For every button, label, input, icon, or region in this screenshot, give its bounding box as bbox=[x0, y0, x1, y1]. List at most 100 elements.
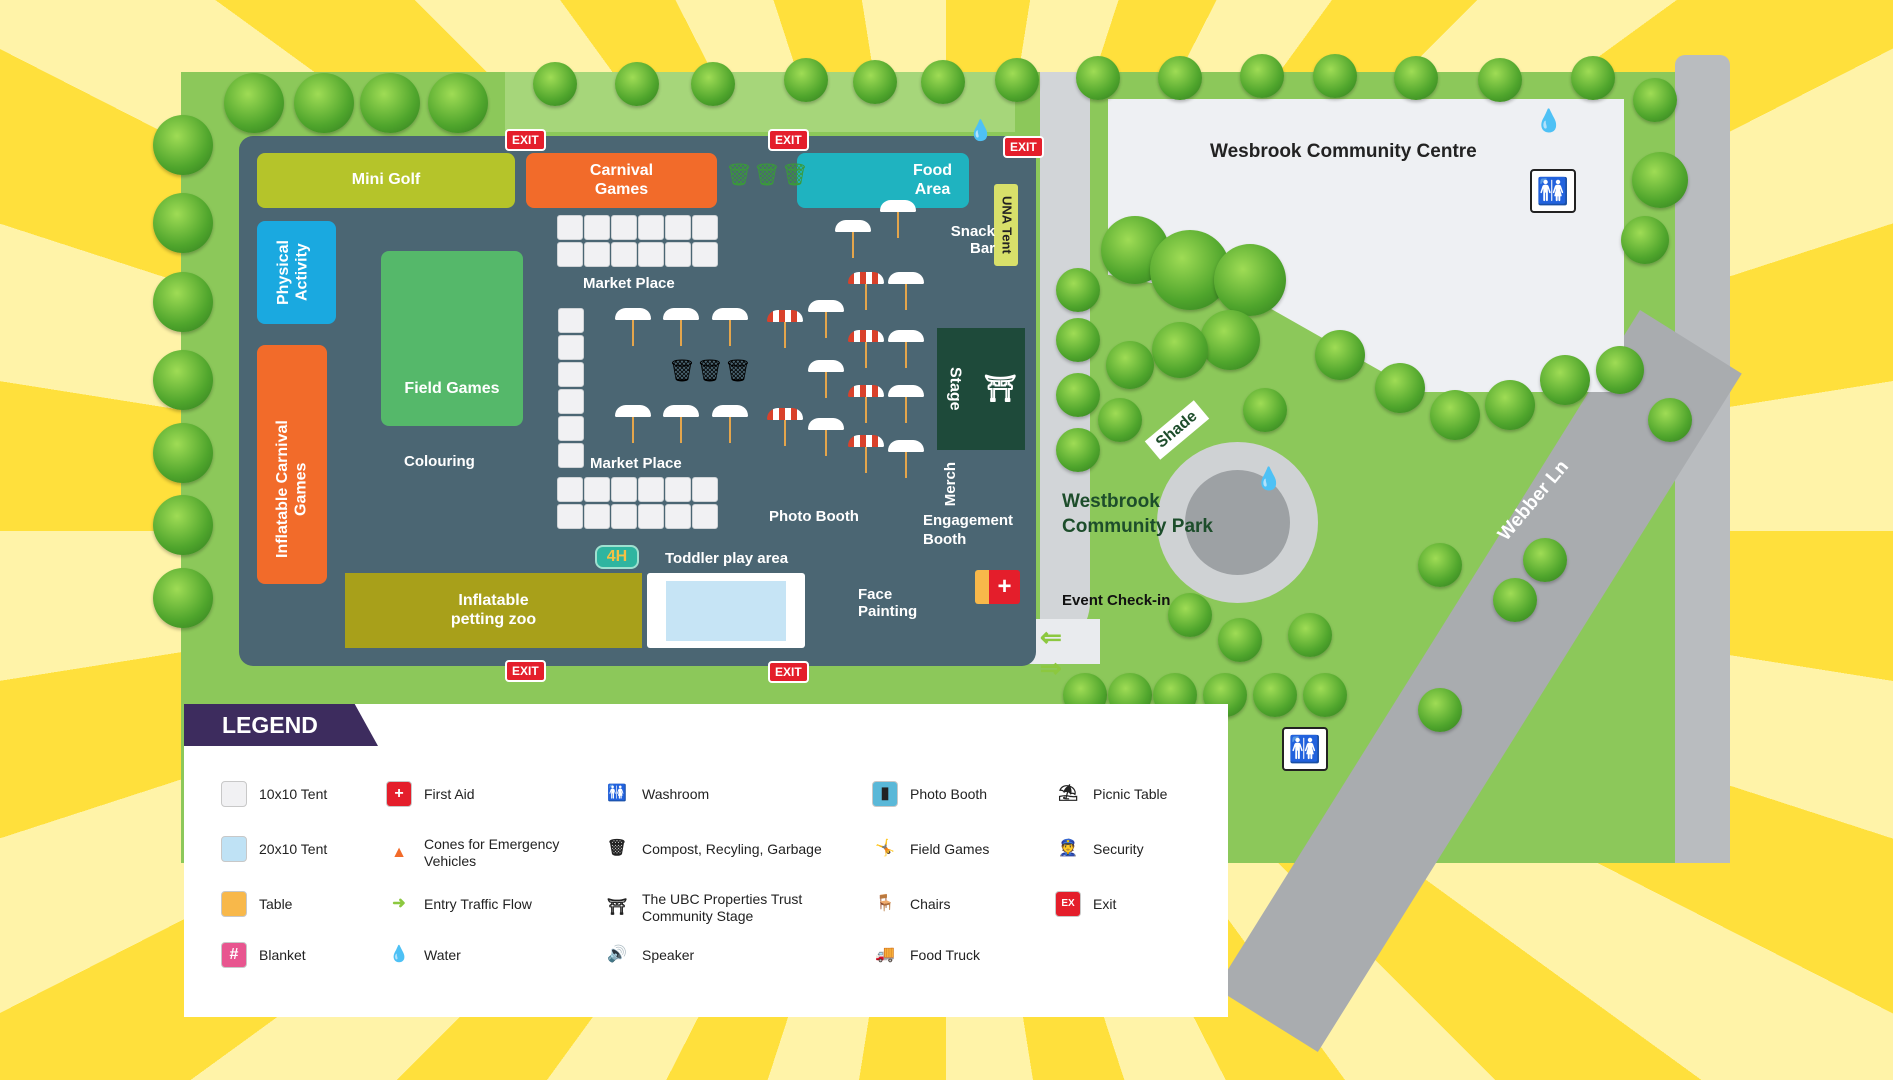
tree-icon bbox=[294, 73, 354, 133]
tree-icon bbox=[1540, 355, 1590, 405]
exit-sign[interactable]: EXIT bbox=[505, 129, 546, 151]
tree-icon bbox=[1056, 373, 1100, 417]
legend-label: Field Games bbox=[910, 840, 990, 857]
tent-10x10[interactable] bbox=[558, 416, 584, 441]
chairs-umbrella-icon bbox=[880, 200, 916, 240]
zone-field-games[interactable]: Field Games bbox=[381, 251, 523, 426]
zone-physical-activity[interactable]: Physical Activity bbox=[257, 221, 336, 324]
legend-label: Speaker bbox=[642, 946, 695, 963]
exit-sign[interactable]: EXIT bbox=[505, 660, 546, 682]
exit-sign[interactable]: EXIT bbox=[1003, 136, 1044, 158]
chair-icon: 🪑 bbox=[872, 891, 898, 917]
tree-icon bbox=[691, 62, 735, 106]
tent-10x10[interactable] bbox=[558, 389, 584, 414]
chairs-umbrella-icon bbox=[615, 308, 651, 348]
food-truck-icon: 🚚 bbox=[872, 942, 898, 968]
tent-10x10[interactable] bbox=[638, 477, 664, 502]
exit-sign[interactable]: EXIT bbox=[768, 661, 809, 683]
carnival-games-label: Carnival Games bbox=[589, 162, 654, 198]
legend-label: The UBC Properties Trust Community Stage bbox=[642, 891, 803, 924]
tree-icon bbox=[1313, 54, 1357, 98]
entry-arrow-icon: ⇐⇒ bbox=[1040, 622, 1062, 683]
zone-una-tent[interactable]: UNA Tent bbox=[994, 184, 1018, 266]
tent-10x10[interactable] bbox=[692, 477, 718, 502]
legend-item: 20x10 Tent bbox=[221, 836, 327, 862]
tent-10x10[interactable] bbox=[584, 504, 610, 529]
zone-toddler-play[interactable] bbox=[647, 573, 805, 648]
tent-10x10[interactable] bbox=[558, 362, 584, 387]
legend-label: Entry Traffic Flow bbox=[424, 895, 532, 912]
tent-10x10[interactable] bbox=[557, 477, 583, 502]
tree-icon bbox=[1152, 322, 1208, 378]
zone-stage[interactable]: Stage⛩ bbox=[937, 328, 1025, 450]
tent-10x10[interactable] bbox=[665, 477, 691, 502]
legend-label: Compost, Recyling, Garbage bbox=[642, 840, 822, 857]
chairs-umbrella-icon bbox=[712, 308, 748, 348]
tree-icon bbox=[1076, 56, 1120, 100]
zone-4h[interactable]: 4H bbox=[595, 545, 639, 569]
tent-10x10[interactable] bbox=[611, 215, 637, 240]
exit-icon: EX bbox=[1055, 891, 1081, 917]
tree-icon bbox=[1288, 613, 1332, 657]
tent-10x10[interactable] bbox=[638, 242, 664, 267]
chairs-umbrella-icon bbox=[808, 360, 844, 400]
legend-label: Security bbox=[1093, 840, 1144, 857]
market-place-label: Market Place bbox=[590, 455, 682, 472]
physical-activity-label: Physical Activity bbox=[274, 240, 310, 305]
zone-inflatable-carnival-games[interactable]: Inflatable Carnival Games bbox=[257, 345, 327, 584]
tree-icon bbox=[1632, 152, 1688, 208]
tent-10x10[interactable] bbox=[692, 215, 718, 240]
field-games-icon: 🤸 bbox=[872, 836, 898, 862]
legend-item: ▲Cones for Emergency Vehicles bbox=[386, 836, 561, 870]
inflatable-carnival-label: Inflatable Carnival Games bbox=[273, 420, 309, 558]
water-icon: 💧 bbox=[386, 942, 412, 968]
stage-icon: ⛩ bbox=[604, 894, 630, 921]
washroom-icon: 🚻 bbox=[1530, 169, 1576, 213]
legend-item: ⛩ The UBC Properties Trust Community Stag… bbox=[604, 891, 844, 925]
chairs-umbrella-icon bbox=[888, 272, 924, 312]
tent-10x10[interactable] bbox=[558, 308, 584, 333]
legend-label: Water bbox=[424, 946, 461, 963]
tent-10x10[interactable] bbox=[584, 477, 610, 502]
chairs-umbrella-icon bbox=[808, 300, 844, 340]
cone-icon: ▲ bbox=[386, 839, 412, 866]
tent-10x10[interactable] bbox=[665, 504, 691, 529]
legend-label: Washroom bbox=[642, 785, 710, 802]
tent-10x10[interactable] bbox=[611, 242, 637, 267]
zone-petting-zoo[interactable]: Inflatable petting zoo bbox=[345, 573, 642, 648]
zone-food-area[interactable]: Food Area bbox=[797, 153, 969, 208]
security-icon: 👮 bbox=[1055, 836, 1081, 862]
tent-10x10[interactable] bbox=[638, 215, 664, 240]
exit-sign[interactable]: EXIT bbox=[768, 129, 809, 151]
chairs-umbrella-icon bbox=[663, 405, 699, 445]
tent-10x10[interactable] bbox=[558, 443, 584, 468]
tree-icon bbox=[1098, 398, 1142, 442]
tent-10x10-icon bbox=[221, 781, 247, 807]
first-aid-icon[interactable]: + bbox=[975, 570, 1020, 604]
food-area-label: Food Area bbox=[912, 162, 953, 198]
tent-10x10[interactable] bbox=[558, 335, 584, 360]
tree-icon bbox=[1158, 56, 1202, 100]
tent-10x10[interactable] bbox=[557, 215, 583, 240]
tree-icon bbox=[1485, 380, 1535, 430]
tent-10x10[interactable] bbox=[584, 215, 610, 240]
tent-10x10[interactable] bbox=[692, 504, 718, 529]
tent-10x10[interactable] bbox=[692, 242, 718, 267]
tent-10x10[interactable] bbox=[611, 504, 637, 529]
legend-label: 10x10 Tent bbox=[259, 785, 328, 802]
tent-10x10[interactable] bbox=[557, 504, 583, 529]
tent-10x10[interactable] bbox=[557, 242, 583, 267]
tent-10x10[interactable] bbox=[665, 242, 691, 267]
tent-10x10[interactable] bbox=[665, 215, 691, 240]
speaker-icon: 🔊 bbox=[604, 942, 630, 968]
zone-carnival-games[interactable]: Carnival Games bbox=[526, 153, 717, 208]
tent-10x10[interactable] bbox=[638, 504, 664, 529]
tent-10x10[interactable] bbox=[584, 242, 610, 267]
chairs-umbrella-icon bbox=[835, 220, 871, 260]
tent-10x10[interactable] bbox=[611, 477, 637, 502]
event-checkin-label: Event Check-in bbox=[1062, 592, 1171, 609]
tree-icon bbox=[1056, 318, 1100, 362]
tree-icon bbox=[784, 58, 828, 102]
zone-mini-golf[interactable]: Mini Golf bbox=[257, 153, 515, 208]
